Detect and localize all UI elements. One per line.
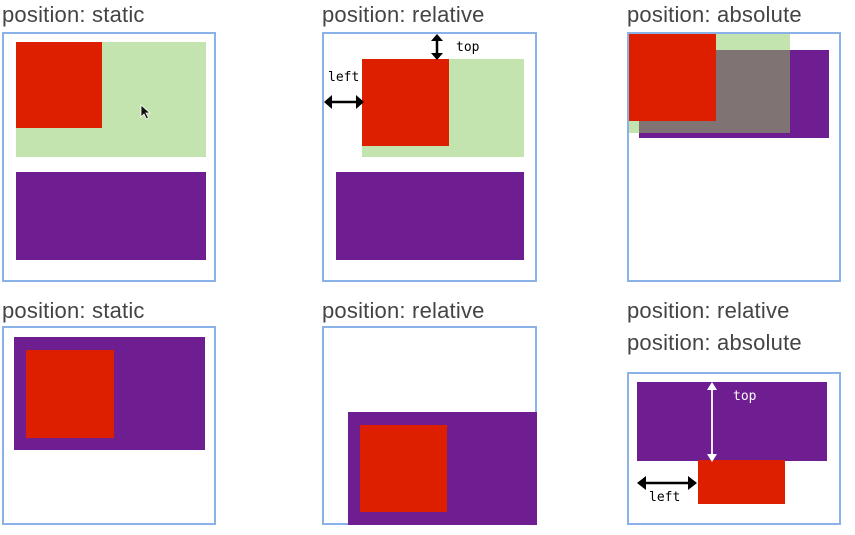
red-box-absolute (629, 34, 716, 121)
red-box (16, 42, 102, 128)
top-label: top (456, 40, 480, 55)
red-box-offset (362, 59, 449, 146)
left-offset-arrow-icon (324, 95, 364, 109)
panel-3-frame (627, 32, 841, 282)
left-offset-arrow-icon (637, 476, 697, 490)
panel-4-title: position: static (2, 298, 145, 323)
left-label: left (328, 70, 360, 85)
left-label: left (649, 490, 681, 505)
mouse-cursor-icon (140, 104, 152, 120)
panel-5-frame (322, 326, 537, 525)
red-box (26, 350, 114, 438)
panel-5-title: position: relative (322, 298, 485, 323)
panel-1-title: position: static (2, 2, 145, 27)
purple-box (336, 172, 524, 260)
red-box-absolute (698, 460, 785, 504)
top-offset-arrow-icon (431, 34, 443, 60)
panel-4-frame (2, 326, 216, 525)
panel-1-frame (2, 32, 216, 282)
red-box (360, 425, 447, 512)
panel-6-title-line-2: position: absolute (627, 330, 802, 355)
top-label: top (733, 389, 757, 404)
panel-2-title: position: relative (322, 2, 485, 27)
panel-6-frame: top left (627, 372, 841, 525)
panel-3-title: position: absolute (627, 2, 802, 27)
purple-container (637, 382, 827, 461)
panel-6-title-line-1: position: relative (627, 298, 790, 323)
panel-2-frame: top left (322, 32, 537, 282)
purple-box (16, 172, 206, 260)
top-offset-arrow-icon (707, 382, 717, 462)
